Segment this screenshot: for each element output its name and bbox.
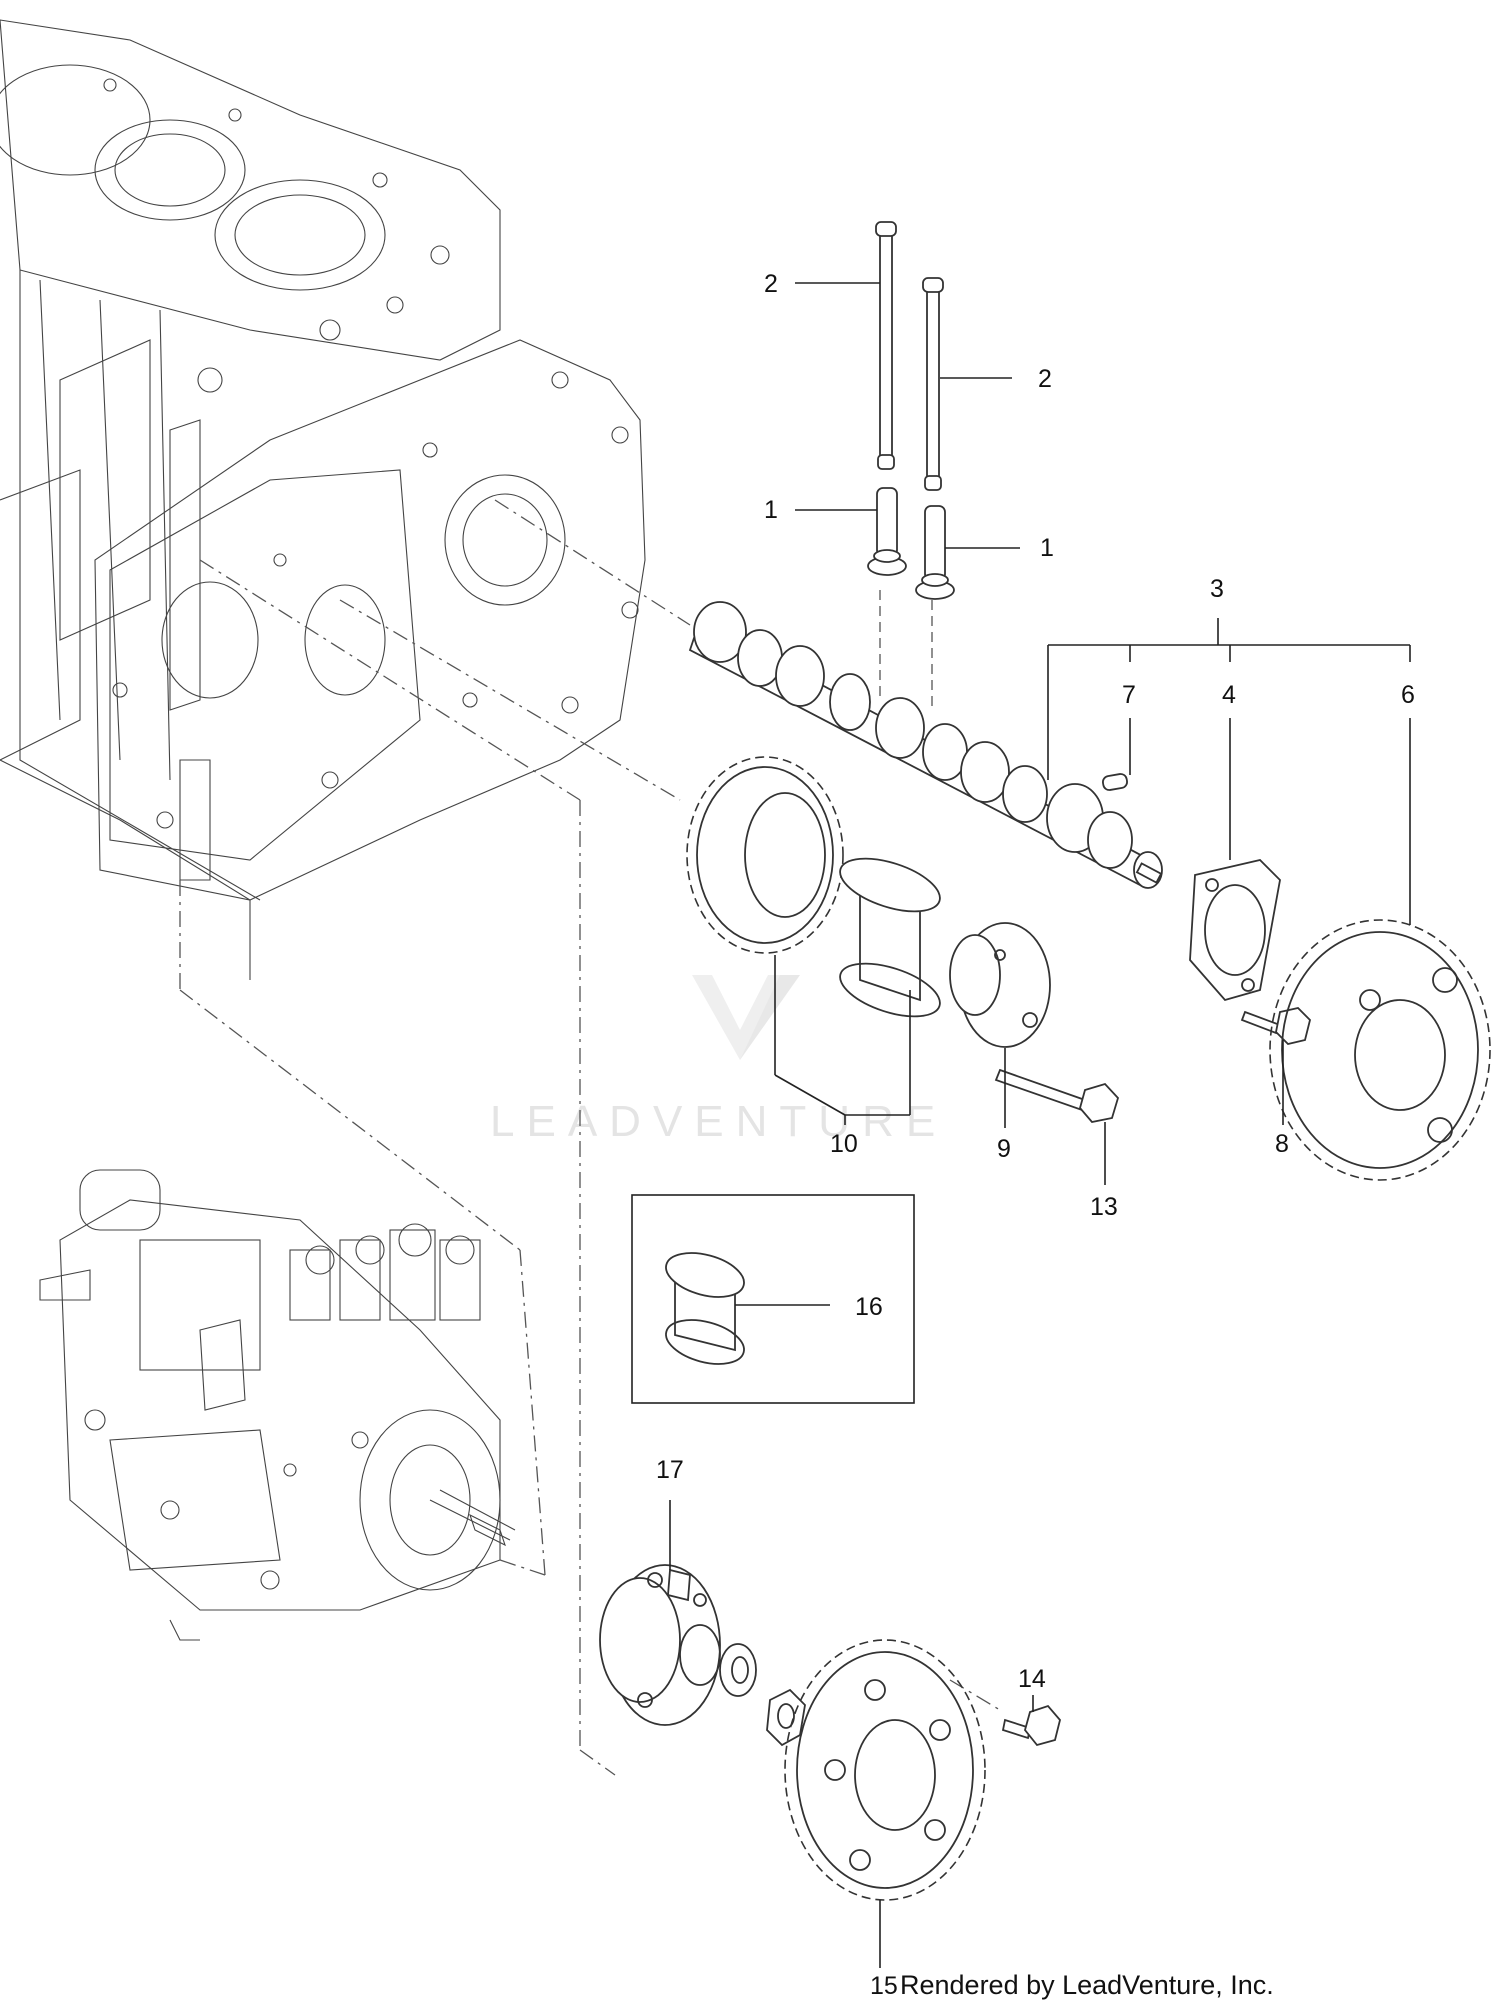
idler-shaft [949, 922, 1051, 1048]
callout-2a: 2 [764, 270, 778, 298]
callout-17: 17 [656, 1456, 684, 1484]
callout-2b: 2 [1038, 365, 1052, 393]
camshaft [688, 601, 1163, 889]
tappets [867, 487, 955, 600]
callout-14: 14 [1018, 1665, 1046, 1693]
idler-gear [686, 756, 844, 954]
callout-4a: 4 [1222, 681, 1236, 709]
gear-housing-plate [94, 339, 646, 901]
callout-8: 8 [1275, 1130, 1289, 1158]
callout-1b: 1 [1040, 534, 1054, 562]
bolt-13 [994, 1068, 1120, 1123]
bolt-14 [1001, 1704, 1061, 1747]
cam-gear [1269, 919, 1491, 1181]
render-credit: Rendered by LeadVenture, Inc. [900, 1970, 1274, 2000]
watermark-text: LEADVENTURE [490, 1097, 947, 1146]
callout-9: 9 [997, 1135, 1011, 1163]
push-rods [875, 221, 944, 491]
leader-lines [669, 282, 1411, 1968]
woodruff-key [1102, 773, 1128, 791]
thrust-plate [1189, 859, 1281, 1002]
inset-box [631, 1194, 915, 1404]
callout-3: 3 [1210, 575, 1224, 603]
idler-bushing [839, 857, 941, 1018]
watermark-logo [692, 975, 800, 1060]
pump-drive-hub [599, 1564, 721, 1726]
callout-16: 16 [855, 1293, 883, 1321]
bushing-16 [665, 1252, 745, 1365]
callout-6: 6 [1401, 681, 1415, 709]
pump-drive-gear [784, 1639, 986, 1901]
callout-15: 15 [870, 1972, 898, 2000]
bolt-8 [1240, 1007, 1311, 1045]
callout-10: 10 [830, 1130, 858, 1158]
callout-1a: 1 [764, 496, 778, 524]
center-lines [179, 499, 1001, 1776]
callout-7: 7 [1122, 681, 1136, 709]
fuel-injection-pump [39, 1169, 516, 1641]
callout-13: 13 [1090, 1193, 1118, 1221]
engine-block [0, 19, 501, 980]
washer [719, 1643, 757, 1697]
nut [766, 1688, 806, 1747]
